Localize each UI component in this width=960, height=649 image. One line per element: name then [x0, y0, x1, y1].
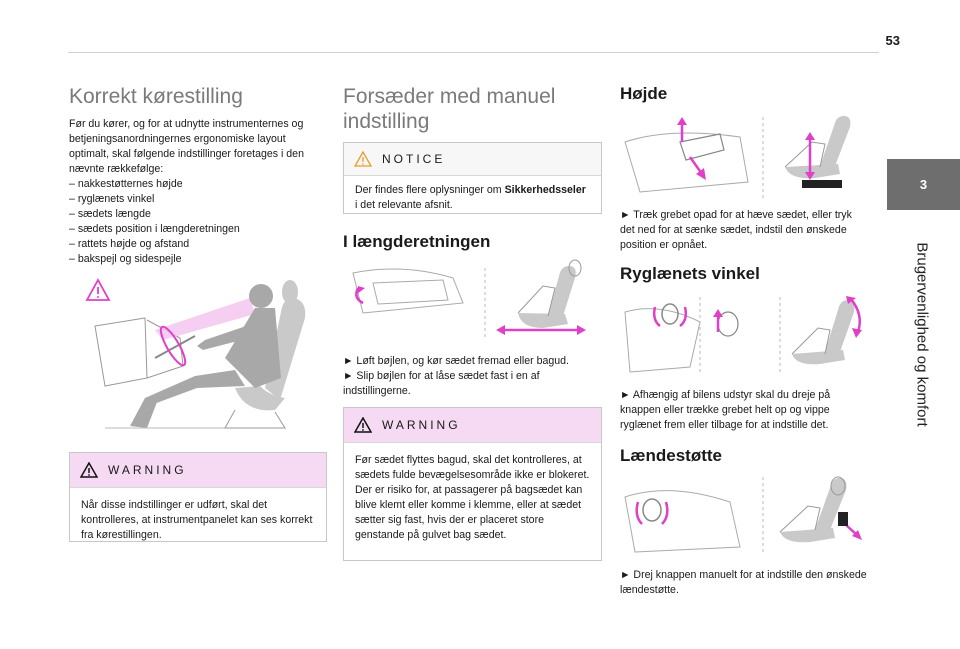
notice-box: NOTICE Der findes flere oplysninger om S… [343, 142, 602, 214]
section-title-manual-seats: Forsæder med manuel indstilling [343, 85, 556, 133]
header-divider [68, 52, 879, 53]
height-text: ► Træk grebet opad for at hæve sædet, el… [620, 209, 852, 251]
lumbar-text: ► Drej knappen manuelt for at indstille … [620, 569, 867, 596]
warning-triangle-icon [85, 278, 111, 301]
backrest-text: ► Afhængig af bilens udstyr skal du drej… [620, 389, 831, 431]
warning-triangle-icon [80, 462, 98, 478]
longitudinal-steps: ► Løft bøjlen, og kør sædet fremad eller… [343, 354, 602, 399]
warning-box-seat-move: WARNING Før sædet flyttes bagud, skal de… [343, 407, 602, 561]
warning-text: Når disse indstillinger er udført, skal … [81, 499, 313, 541]
list-item: – nakkestøtternes højde [69, 178, 183, 190]
notice-text-part: Der findes flere oplysninger om [355, 184, 505, 196]
warning-label: WARNING [382, 418, 461, 432]
notice-text-part: i det relevante afsnit. [355, 199, 453, 211]
notice-text: Der findes flere oplysninger om Sikkerhe… [344, 176, 601, 225]
chapter-tab: 3 [887, 159, 960, 210]
column-driving-position: Korrekt kørestilling Før du kører, og fo… [69, 80, 327, 267]
section-title-driving-position: Korrekt kørestilling [69, 85, 243, 108]
notice-label: NOTICE [382, 152, 446, 166]
longitudinal-adjust-illustration [352, 259, 586, 338]
subsection-title-height: Højde [620, 84, 668, 103]
step-text: ► Løft bøjlen, og kør sædet fremad eller… [343, 355, 569, 367]
warning-label: WARNING [108, 463, 187, 477]
list-item: – rattets højde og afstand [69, 238, 190, 250]
warning-header: WARNING [344, 408, 601, 443]
list-item: – ryglænets vinkel [69, 193, 155, 205]
backrest-adjust-illustration [624, 296, 862, 373]
step-text: ► Slip bøjlen for at låse sædet fast i e… [343, 370, 540, 397]
list-item: – sædets position i længderetningen [69, 223, 240, 235]
column-manual-seats: Forsæder med manuel indstilling [343, 80, 602, 134]
list-item: – bakspejl og sidespejle [69, 253, 182, 265]
list-item: – sædets længde [69, 208, 151, 220]
page-number: 53 [885, 33, 900, 48]
warning-header: WARNING [70, 453, 326, 488]
warning-box-driving-position: WARNING Når disse indstillinger er udfør… [69, 452, 327, 542]
notice-triangle-icon [354, 151, 372, 167]
height-adjust-illustration [624, 116, 851, 200]
lumbar-adjust-illustration [624, 476, 862, 554]
adjustment-order-list: – nakkestøtternes højde – ryglænets vink… [69, 177, 327, 267]
subsection-title-backrest: Ryglænets vinkel [620, 264, 760, 283]
chapter-title-vertical: Brugervenlighed og komfort [884, 214, 960, 454]
chapter-title: Brugervenlighed og komfort [913, 241, 931, 427]
chapter-number: 3 [919, 177, 928, 192]
subsection-title-longitudinal: I længderetningen [343, 232, 491, 251]
safety-belts-link: Sikkerhedsseler [504, 184, 586, 196]
subsection-title-lumbar: Lændestøtte [620, 446, 722, 465]
notice-header: NOTICE [344, 143, 601, 176]
warning-triangle-icon [354, 417, 372, 433]
driver-position-illustration [85, 278, 306, 429]
warning-text: Før sædet flyttes bagud, skal det kontro… [355, 454, 590, 541]
intro-text: Før du kører, og for at udnytte instrume… [69, 118, 304, 175]
